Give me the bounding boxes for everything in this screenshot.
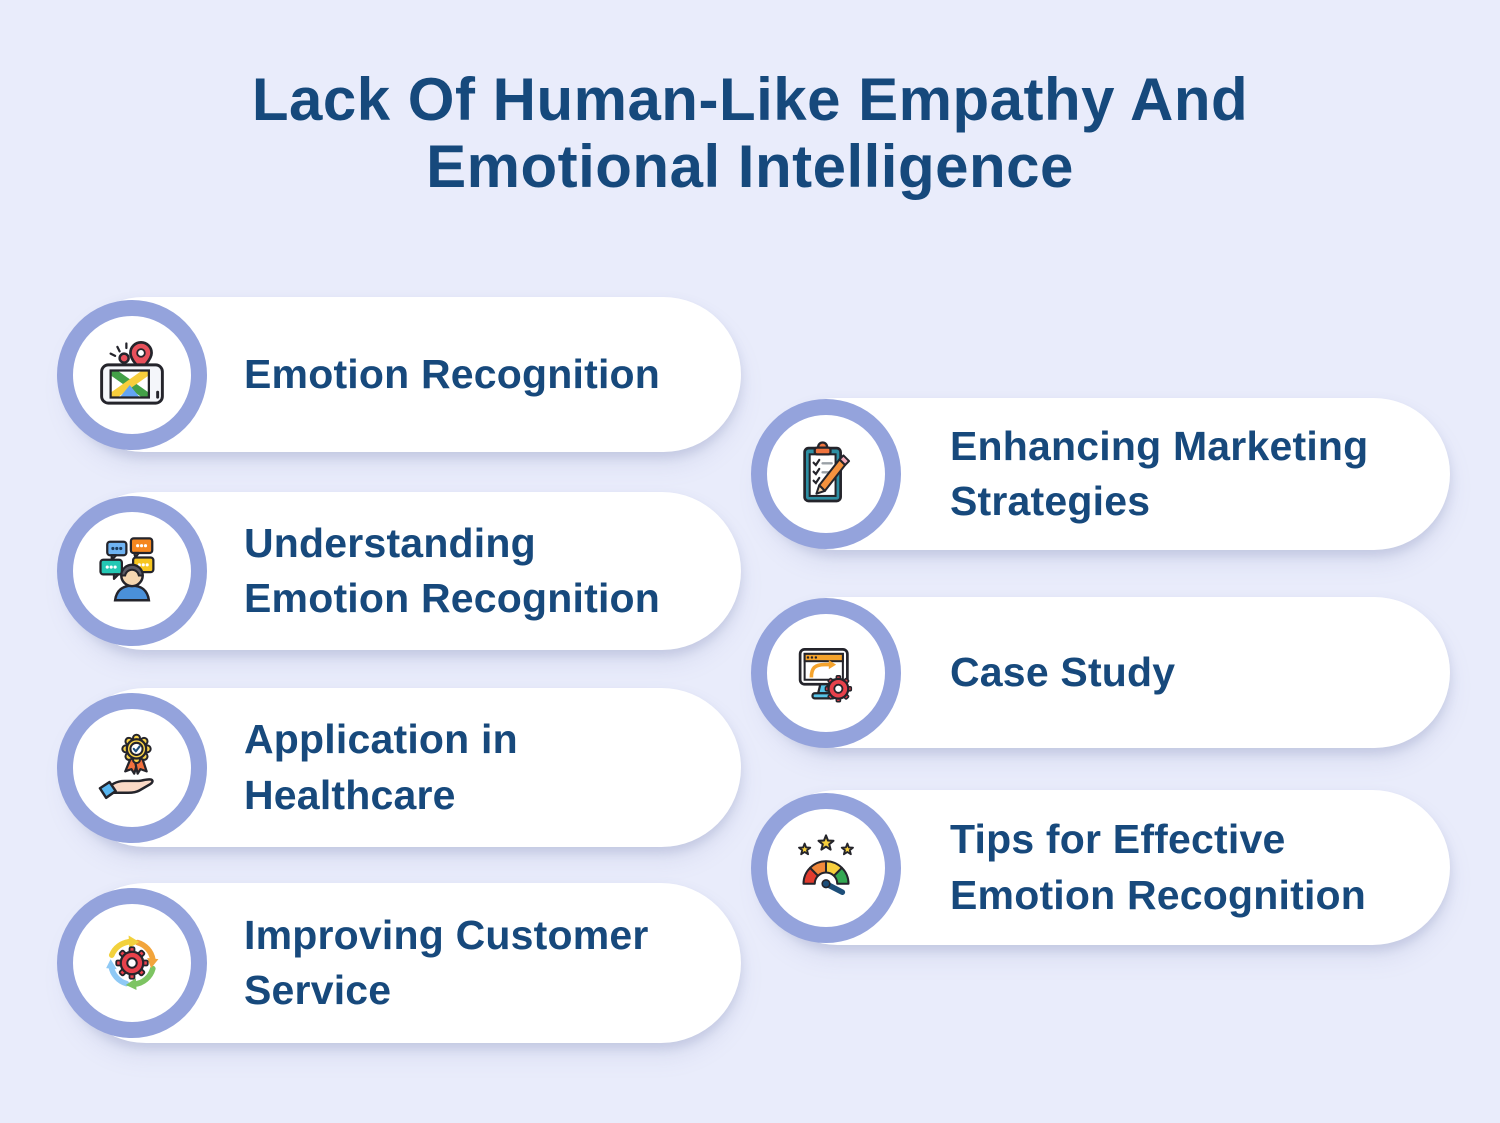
monitor-gear-icon: [798, 647, 853, 702]
icon-circle: [751, 792, 901, 943]
topic-pill-application-in-healthcare: Application in Healthcare: [57, 688, 741, 847]
topic-pill-emotion-recognition: Emotion Recognition: [57, 297, 741, 452]
topic-label: Improving Customer Service: [244, 911, 649, 1013]
gps-map-icon: [100, 340, 164, 405]
icon-circle: [57, 888, 207, 1038]
page-title: Lack Of Human-Like Empathy And Emotional…: [251, 66, 1249, 201]
process-gear-icon: [106, 935, 159, 990]
gauge-stars-icon: [798, 833, 854, 895]
topic-label: Tips for Effective Emotion Recognition: [950, 816, 1367, 918]
icon-circle: [57, 299, 207, 450]
icon-circle: [751, 597, 901, 748]
topic-label: Case Study: [950, 648, 1176, 695]
topic-pill-enhancing-marketing-strategies: Enhancing Marketing Strategies: [751, 398, 1450, 550]
topic-pill-improving-customer-service: Improving Customer Service: [57, 883, 741, 1043]
topic-label: Emotion Recognition: [244, 350, 661, 397]
topic-label: Application in Healthcare: [244, 716, 518, 818]
chat-person-icon: [99, 537, 155, 602]
topic-label: Enhancing Marketing Strategies: [950, 422, 1369, 524]
clipboard-checklist-icon: [803, 441, 851, 503]
icon-circle: [57, 692, 207, 843]
topic-pill-case-study: Case Study: [751, 597, 1450, 748]
icon-circle: [751, 399, 901, 549]
award-hand-icon: [98, 733, 154, 799]
topic-label: Understanding Emotion Recognition: [244, 519, 661, 621]
topic-pill-understanding-emotion-recognition: Understanding Emotion Recognition: [57, 492, 741, 650]
topic-pill-tips-for-effective-emotion-recognition: Tips for Effective Emotion Recognition: [751, 790, 1450, 945]
icon-circle: [57, 496, 207, 646]
